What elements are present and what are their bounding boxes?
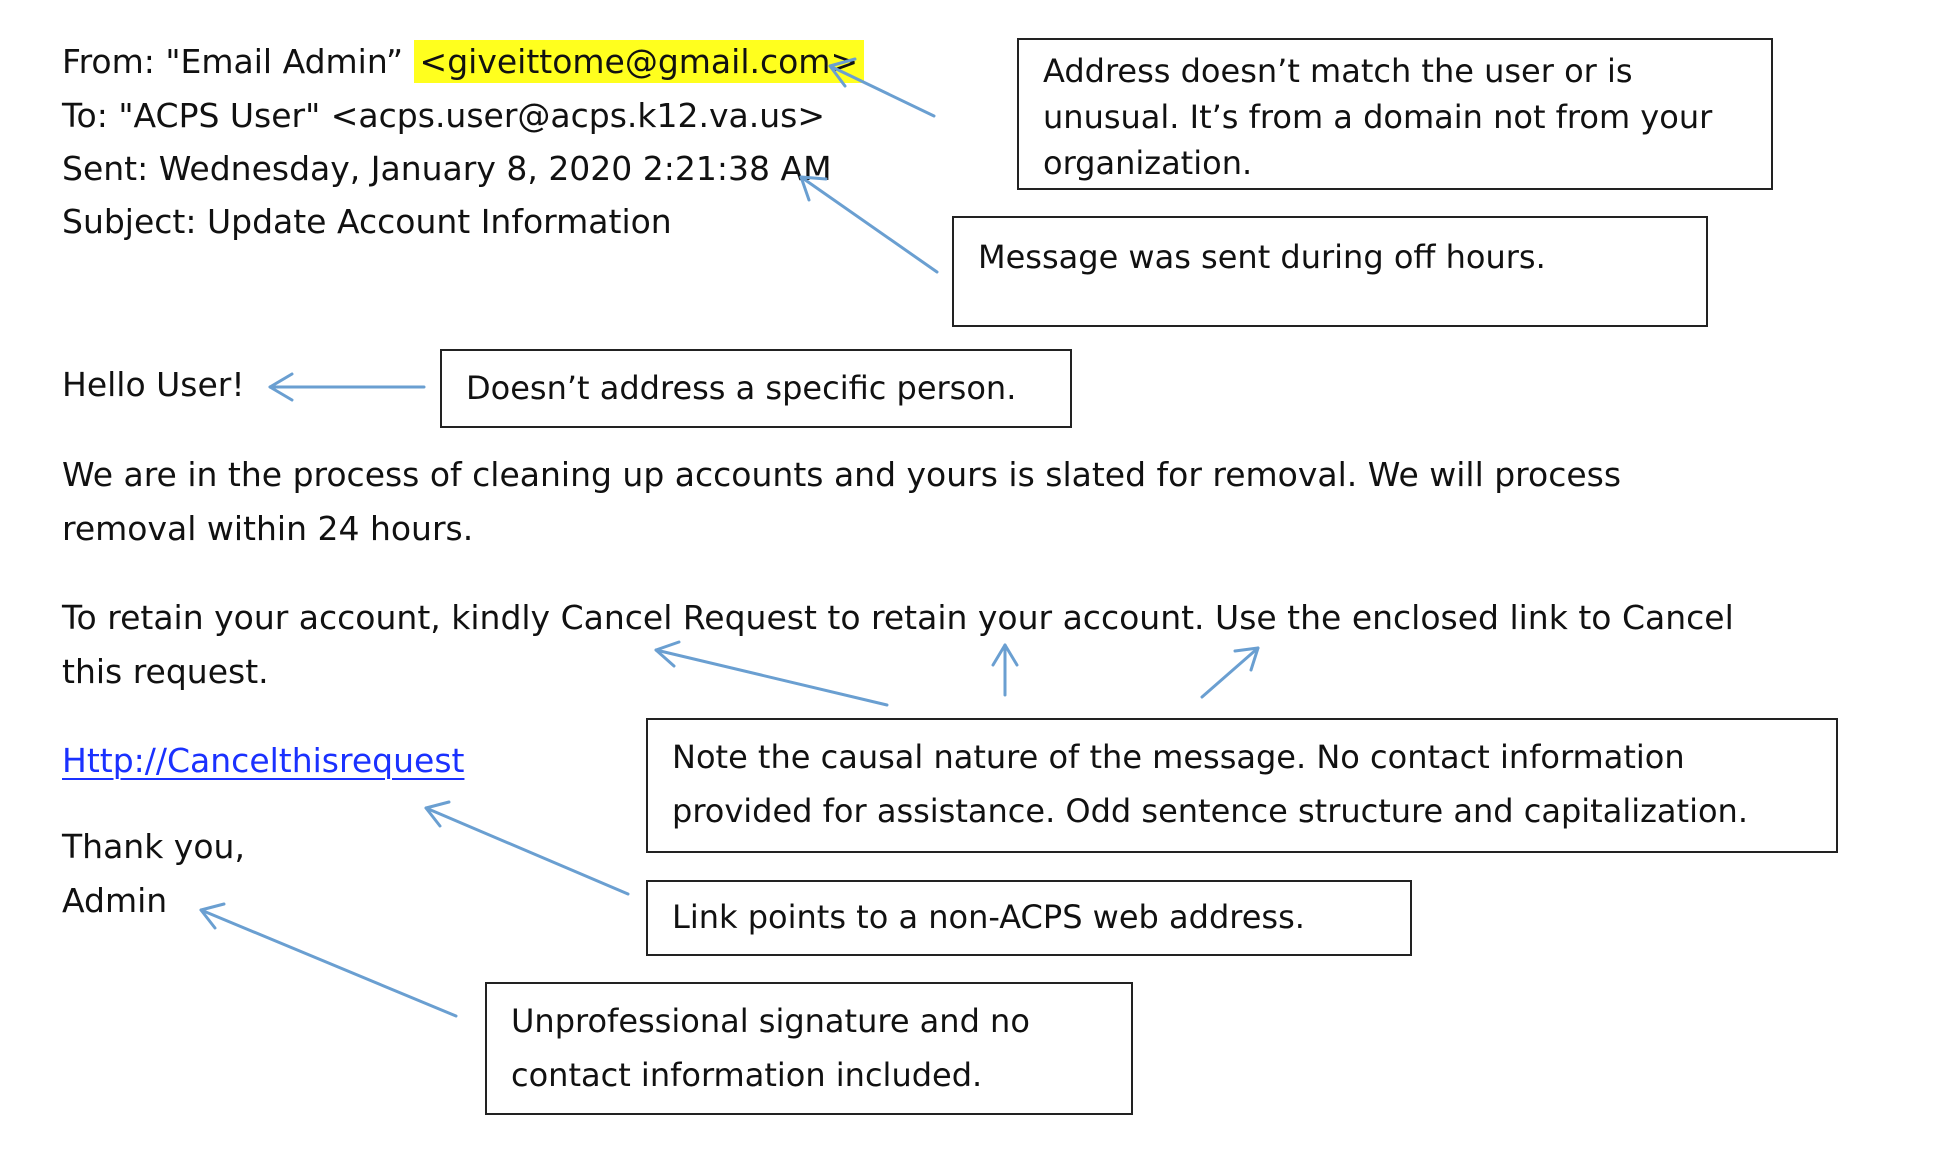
callout-causal: Note the causal nature of the message. N…: [646, 718, 1838, 853]
callout-off-hours: Message was sent during off hours.: [952, 216, 1708, 327]
email-from-line: From: "Email Admin” <giveittome@gmail.co…: [62, 40, 865, 83]
email-body-paragraph-2: To retain your account, kindly Cancel Re…: [62, 598, 1734, 691]
email-signature: Admin: [62, 881, 168, 920]
callout-address: Address doesn’t match the user or is unu…: [1017, 38, 1773, 190]
email-closing: Thank you,: [62, 827, 245, 866]
callout-signature: Unprofessional signature and no contact …: [485, 982, 1133, 1115]
cancel-request-link[interactable]: Http://Cancelthisrequest: [62, 741, 465, 780]
arrow-to-signature: [199, 902, 458, 1018]
email-greeting: Hello User!: [62, 365, 245, 404]
from-label: From: "Email Admin”: [62, 42, 414, 81]
email-subject-line: Subject: Update Account Information: [62, 202, 672, 241]
callout-link: Link points to a non-ACPS web address.: [646, 880, 1412, 956]
callout-greeting: Doesn’t address a specific person.: [440, 349, 1072, 428]
arrow-to-link: [424, 800, 630, 896]
email-sent-line: Sent: Wednesday, January 8, 2020 2:21:38…: [62, 149, 832, 188]
from-address: <giveittome@gmail.com>: [413, 40, 865, 83]
email-link-line: Http://Cancelthisrequest: [62, 741, 464, 781]
email-body-paragraph-1: We are in the process of cleaning up acc…: [62, 455, 1622, 548]
arrow-to-sent-time: [799, 175, 939, 274]
arrow-to-greeting: [268, 372, 426, 402]
email-to-line: To: "ACPS User" <acps.user@acps.k12.va.u…: [62, 96, 825, 135]
